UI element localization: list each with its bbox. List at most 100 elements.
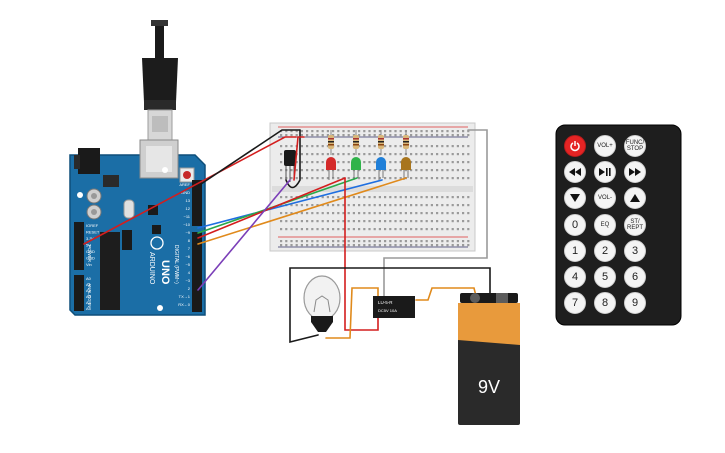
breadboard-hole [394,145,397,148]
remote-prev-button[interactable] [564,161,586,183]
remote-3-button[interactable]: 3 [624,240,646,262]
remote-7-button[interactable]: 7 [564,292,586,314]
breadboard-hole [420,161,423,164]
breadboard-hole [384,130,387,133]
breadboard-hole [446,228,449,231]
breadboard-hole [467,240,470,243]
remote-st-rept-button[interactable]: ST/ REPT [624,214,646,236]
breadboard-hole [347,220,350,223]
breadboard-hole [378,153,381,156]
breadboard-hole [394,228,397,231]
breadboard-hole [425,240,428,243]
remote-6-button[interactable]: 6 [624,266,646,288]
breadboard-hole [456,134,459,137]
breadboard-hole [384,244,387,247]
breadboard-hole [363,212,366,215]
breadboard-hole [363,204,366,207]
breadboard [269,122,476,252]
remote-func-stop-button[interactable]: FUNC/ STOP [624,135,646,157]
breadboard-hole [441,220,444,223]
breadboard-hole [420,212,423,215]
remote-vol-down-button[interactable]: VOL- [594,187,616,209]
breadboard-hole [446,196,449,199]
breadboard-hole [321,161,324,164]
breadboard-hole [290,244,293,247]
breadboard-hole [342,228,345,231]
breadboard-hole [358,244,361,247]
remote-up-button[interactable] [624,187,646,209]
breadboard-hole [342,212,345,215]
breadboard-hole [326,244,329,247]
breadboard-hole [456,196,459,199]
breadboard-hole [446,134,449,137]
breadboard-hole [420,196,423,199]
breadboard-hole [378,228,381,231]
breadboard-hole [347,130,350,133]
remote-down-button[interactable] [564,187,586,209]
breadboard-hole [337,204,340,207]
breadboard-hole [467,134,470,137]
breadboard-hole [456,161,459,164]
breadboard-hole [415,228,418,231]
breadboard-hole [389,244,392,247]
breadboard-hole [378,212,381,215]
pin-label: 13 [186,198,191,203]
breadboard-hole [451,153,454,156]
breadboard-hole [456,228,459,231]
remote-play-pause-button[interactable] [594,161,616,183]
breadboard-hole [430,240,433,243]
breadboard-hole [399,145,402,148]
breadboard-hole [378,130,381,133]
breadboard-hole [436,153,439,156]
remote-next-button[interactable] [624,161,646,183]
breadboard-hole [436,145,439,148]
remote-button-label: VOL- [597,195,612,201]
remote-vol-up-button[interactable]: VOL+ [594,135,616,157]
remote-eq-button[interactable]: EQ [594,214,616,236]
breadboard-hole [394,240,397,243]
breadboard-hole [311,177,314,180]
breadboard-hole [430,130,433,133]
breadboard-hole [378,169,381,172]
pin-label: A2 [86,288,92,293]
arduino-brand-text: ARDUINO [148,252,155,285]
breadboard-hole [321,240,324,243]
remote-1-button[interactable]: 1 [564,240,586,262]
breadboard-hole [300,145,303,148]
breadboard-hole [430,204,433,207]
breadboard-hole [347,212,350,215]
breadboard-hole [446,153,449,156]
breadboard-hole [399,204,402,207]
breadboard-hole [290,228,293,231]
breadboard-hole [368,161,371,164]
breadboard-hole [316,161,319,164]
breadboard-hole [337,134,340,137]
breadboard-hole [441,177,444,180]
breadboard-hole [321,212,324,215]
breadboard-hole [316,177,319,180]
remote-9-button[interactable]: 9 [624,292,646,314]
breadboard-hole [342,161,345,164]
resistors [328,130,409,155]
remote-0-button[interactable]: 0 [564,214,586,236]
pin-label: IOREF [86,223,99,228]
remote-8-button[interactable]: 8 [594,292,616,314]
breadboard-hole [410,153,413,156]
breadboard-hole [326,220,329,223]
breadboard-hole [378,220,381,223]
remote-power-button[interactable] [564,135,586,157]
breadboard-hole [462,228,465,231]
breadboard-hole [306,169,309,172]
breadboard-hole [347,240,350,243]
breadboard-hole [368,228,371,231]
breadboard-hole [295,244,298,247]
breadboard-hole [384,212,387,215]
breadboard-hole [415,161,418,164]
breadboard-hole [290,130,293,133]
remote-5-button[interactable]: 5 [594,266,616,288]
breadboard-hole [311,169,314,172]
remote-4-button[interactable]: 4 [564,266,586,288]
remote-2-button[interactable]: 2 [594,240,616,262]
breadboard-hole [436,196,439,199]
breadboard-hole [389,240,392,243]
